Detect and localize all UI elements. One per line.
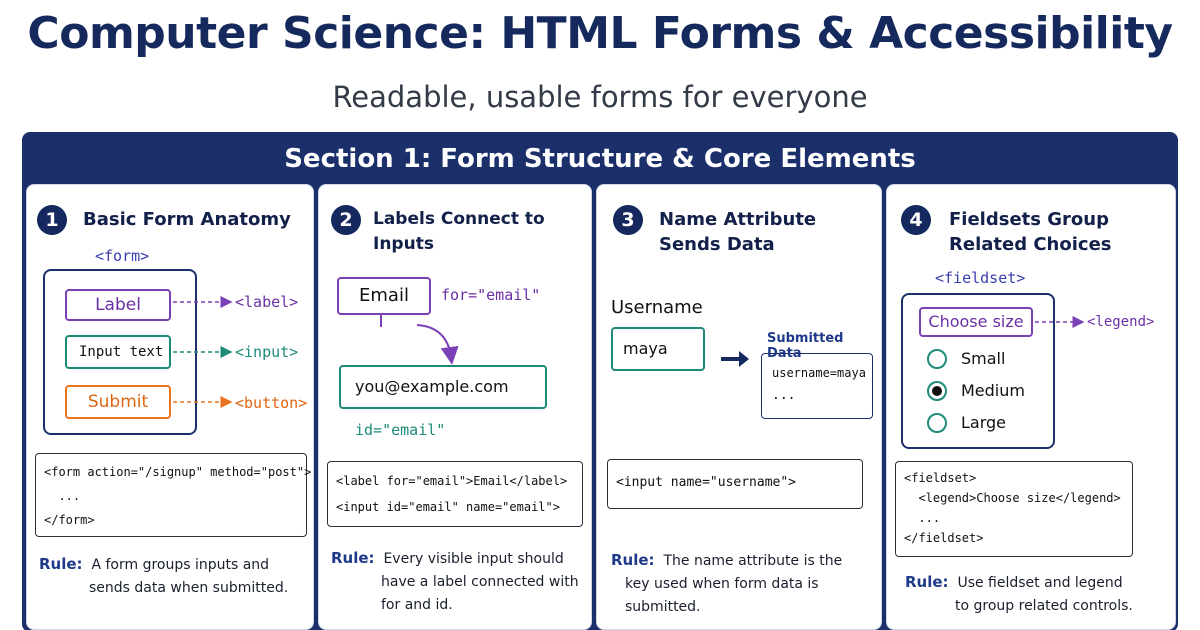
label-tag-annotation: <label>: [235, 293, 299, 311]
submitted-data-title: Submitted Data: [767, 331, 844, 361]
label-element-box: Label: [65, 289, 171, 321]
step-number-badge: 3: [613, 205, 643, 235]
radio-small[interactable]: [927, 349, 947, 369]
panel-title-line: Related Choices: [949, 234, 1112, 255]
id-attribute: id="email": [355, 421, 446, 439]
code-example: <form action="/signup" method="post"> ..…: [35, 453, 312, 537]
button-tag-annotation: <button>: [235, 394, 308, 412]
panel-title-line: Fieldsets Group: [949, 209, 1109, 230]
page-title: Computer Science: HTML Forms & Accessibi…: [27, 8, 1173, 59]
code-example: <label for="email">Email</label> <input …: [327, 461, 583, 527]
rule-text: Rule: The name attribute is the key used…: [611, 549, 842, 619]
panel-title: Name Attribute Sends Data: [659, 207, 816, 257]
username-label: Username: [611, 297, 703, 318]
code-line: <fieldset>: [904, 471, 977, 485]
code-example: <fieldset> <legend>Choose size</legend> …: [895, 461, 1133, 557]
rule-label: Rule:: [905, 573, 949, 591]
code-line: <label for="email">Email</label>: [336, 474, 568, 488]
legend-tag-annotation: <legend>: [1087, 314, 1155, 330]
page-subtitle: Readable, usable forms for everyone: [332, 80, 868, 114]
step-number-badge: 4: [901, 205, 931, 235]
radio-large[interactable]: [927, 413, 947, 433]
input-tag-annotation: <input>: [235, 343, 299, 361]
panel-title: Labels Connect to Inputs: [373, 209, 545, 254]
rule-line: submitted.: [625, 599, 701, 615]
rule-text: Rule: A form groups inputs and sends dat…: [39, 553, 288, 600]
submitted-data-line: username=maya: [772, 366, 866, 380]
submit-element-box: Submit: [65, 385, 171, 419]
username-input-field: maya: [611, 327, 705, 371]
rule-line: have a label connected with: [381, 574, 579, 590]
rule-line: for and id.: [381, 597, 453, 613]
code-line: <form action="/signup" method="post">: [44, 465, 312, 479]
panel-title: Basic Form Anatomy: [83, 209, 291, 230]
input-element-box: Input text: [65, 335, 171, 369]
rule-line: The name attribute is the: [663, 553, 843, 569]
code-line: </form>: [44, 513, 95, 527]
submitted-data-more: ...: [772, 388, 796, 403]
fieldset-outline: [901, 293, 1055, 449]
fieldset-tag-label: <fieldset>: [935, 269, 1026, 287]
panel-name-attribute: 3 Name Attribute Sends Data Username may…: [596, 184, 882, 630]
rule-line: to group related controls.: [955, 598, 1133, 614]
form-tag-label: <form>: [95, 247, 150, 265]
rule-line: sends data when submitted.: [89, 580, 289, 596]
email-input-field: you@example.com: [339, 365, 547, 409]
for-attribute: for="email": [441, 286, 541, 304]
rule-line: A form groups inputs and: [91, 557, 270, 573]
code-example: <input name="username">: [607, 459, 863, 509]
legend-box: Choose size: [919, 307, 1033, 337]
panel-title-line: Name Attribute: [659, 209, 817, 230]
code-line: </fieldset>: [904, 531, 984, 545]
rule-line: Use fieldset and legend: [957, 575, 1123, 591]
code-line: <input id="email" name="email">: [336, 500, 560, 514]
radio-label-medium: Medium: [961, 381, 1025, 400]
panel-labels-connect: 2 Labels Connect to Inputs Email for="em…: [318, 184, 592, 630]
submitted-data-box: username=maya ...: [761, 353, 873, 419]
radio-medium[interactable]: [927, 381, 947, 401]
rule-text: Rule: Use fieldset and legend to group r…: [905, 571, 1133, 618]
rule-label: Rule:: [331, 549, 375, 567]
step-number-badge: 2: [331, 205, 361, 235]
step-number-badge: 1: [37, 205, 67, 235]
code-line: ...: [44, 489, 81, 503]
code-line: <legend>Choose size</legend>: [904, 491, 1121, 505]
rule-label: Rule:: [611, 551, 655, 569]
rule-label: Rule:: [39, 555, 83, 573]
radio-label-large: Large: [961, 413, 1007, 432]
panel-fieldsets: 4 Fieldsets Group Related Choices <field…: [886, 184, 1176, 630]
code-line: <input name="username">: [616, 475, 797, 490]
rule-text: Rule: Every visible input should have a …: [331, 547, 579, 617]
panel-title-line: Sends Data: [659, 234, 775, 255]
rule-line: key used when form data is: [625, 576, 819, 592]
code-line: ...: [904, 511, 941, 525]
email-label-box: Email: [337, 277, 431, 315]
section-title: Section 1: Form Structure & Core Element…: [284, 144, 916, 174]
rule-line: Every visible input should: [383, 551, 564, 567]
panel-basic-form-anatomy: 1 Basic Form Anatomy <form> Label Input …: [26, 184, 314, 630]
radio-label-small: Small: [961, 349, 1006, 368]
panel-title: Fieldsets Group Related Choices: [949, 207, 1112, 257]
